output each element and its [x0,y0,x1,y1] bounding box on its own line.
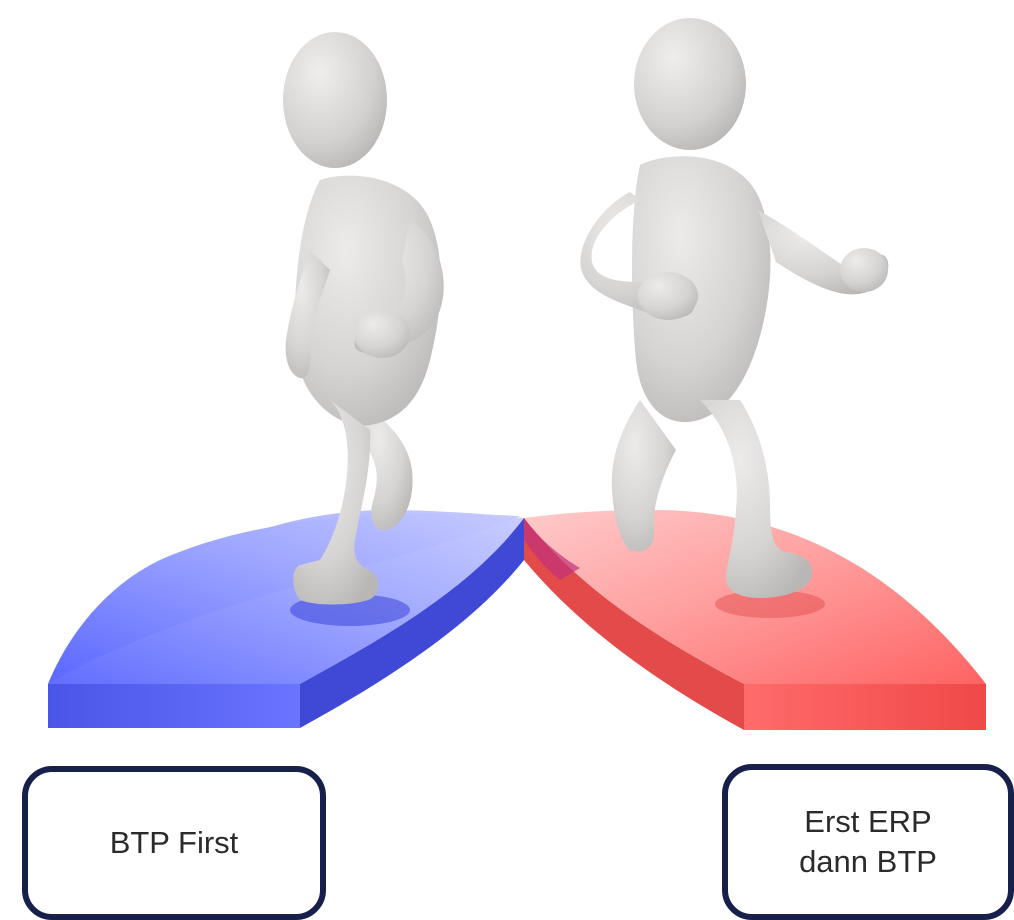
blue-path [48,510,524,728]
right-figure-head [634,18,746,150]
red-foot-shadow [715,590,825,618]
btp-first-label: BTP First [109,825,239,860]
blue-path-inner-edge [300,518,524,728]
left-figure-head [283,32,387,168]
btp-first-box: BTP First [22,766,326,920]
erst-erp-label: Erst ERP dann BTP [799,802,937,882]
erst-erp-label-line1: Erst ERP [804,804,932,839]
red-path-side [744,684,986,730]
blue-path-top-main [48,510,524,684]
red-path-inner-edge [524,518,744,730]
red-path-magenta-joint [524,518,580,580]
erst-erp-label-line2: dann BTP [799,844,937,879]
blue-path-side [48,684,300,728]
left-running-figure [283,32,444,605]
erst-erp-box: Erst ERP dann BTP [722,764,1014,920]
right-running-figure [580,18,889,598]
